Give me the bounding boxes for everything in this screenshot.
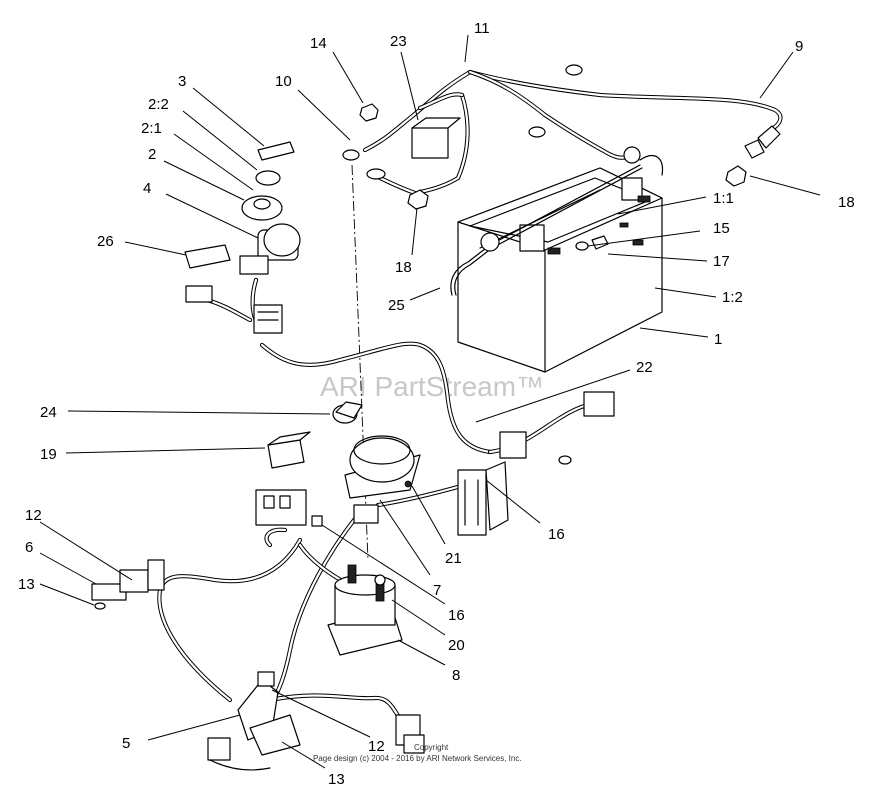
fuse-holder <box>411 117 461 159</box>
screw-13 <box>94 602 106 610</box>
callout-20: 20 <box>448 637 465 654</box>
callout-labels: 11 9 14 23 10 3 2:2 2:1 2 4 26 18 18 25 … <box>18 20 855 788</box>
callout-6: 6 <box>25 539 33 556</box>
callout-4: 4 <box>143 180 151 197</box>
callout-1-2: 1:2 <box>722 289 743 306</box>
callout-3: 3 <box>178 73 186 90</box>
left-connectors <box>184 244 283 334</box>
key <box>257 141 295 161</box>
ignition-bezel <box>241 195 283 221</box>
callout-1-1: 1:1 <box>713 190 734 207</box>
assembly-centerline <box>351 164 369 561</box>
callout-21: 21 <box>445 550 462 567</box>
battery <box>457 167 663 373</box>
callout-22: 22 <box>636 359 653 376</box>
callout-25: 25 <box>388 297 405 314</box>
callout-9: 9 <box>795 38 803 55</box>
hold-down-rod <box>450 146 664 296</box>
callout-24: 24 <box>40 404 57 421</box>
callout-13-bottom: 13 <box>328 771 345 788</box>
callout-13-left: 13 <box>18 576 35 593</box>
nut-18-left <box>407 189 429 210</box>
copyright-line-1: Copyright <box>414 743 449 752</box>
battery-terminal-negative <box>621 177 643 201</box>
ignition-nut <box>255 170 281 186</box>
callout-8: 8 <box>452 667 460 684</box>
cable-boot <box>757 125 781 149</box>
callout-2-1: 2:1 <box>141 120 162 137</box>
plug-26 <box>184 244 231 269</box>
callout-26: 26 <box>97 233 114 250</box>
solenoid-upper <box>344 435 421 499</box>
plug-22 <box>583 391 615 417</box>
callout-10: 10 <box>275 73 292 90</box>
callout-15: 15 <box>713 220 730 237</box>
terminal-boot <box>332 401 363 424</box>
callout-14: 14 <box>310 35 327 52</box>
terminal-bolt <box>575 235 609 251</box>
callout-11: 11 <box>474 20 490 37</box>
callout-5: 5 <box>122 735 130 752</box>
callout-17: 17 <box>713 253 730 270</box>
callout-12-left: 12 <box>25 507 42 524</box>
callout-23: 23 <box>390 33 407 50</box>
callout-18-left: 18 <box>395 259 412 276</box>
callout-12-bottom: 12 <box>368 738 385 755</box>
rod-clamp-loop <box>480 232 500 252</box>
cable-ends <box>342 64 781 180</box>
nut-14 <box>359 103 379 122</box>
bolt-head <box>591 235 609 250</box>
watermark: ARI PartStream™ <box>320 371 544 402</box>
callout-18-right: 18 <box>838 194 855 211</box>
leader-lines <box>39 34 821 769</box>
callout-2: 2 <box>148 146 156 163</box>
connector-lower-left <box>185 285 213 303</box>
connector-center <box>255 489 379 527</box>
callout-2-2: 2:2 <box>148 96 169 113</box>
nuts <box>359 103 747 210</box>
ignition-switch <box>241 141 301 261</box>
fuse-connector-left <box>91 559 165 610</box>
callout-19: 19 <box>40 446 57 463</box>
connector-block <box>253 304 283 334</box>
callout-1: 1 <box>714 331 722 348</box>
copyright-line-2: Page design (c) 2004 - 2016 by ARI Netwo… <box>313 754 522 763</box>
battery-terminal-positive <box>519 224 545 252</box>
nut-18-right <box>725 165 747 187</box>
callout-16-right: 16 <box>548 526 565 543</box>
connector-right <box>457 391 615 536</box>
washer <box>575 241 589 251</box>
starter-solenoid <box>327 564 403 656</box>
callout-16-center: 16 <box>448 607 465 624</box>
callout-7: 7 <box>433 582 441 599</box>
relay <box>267 431 311 469</box>
